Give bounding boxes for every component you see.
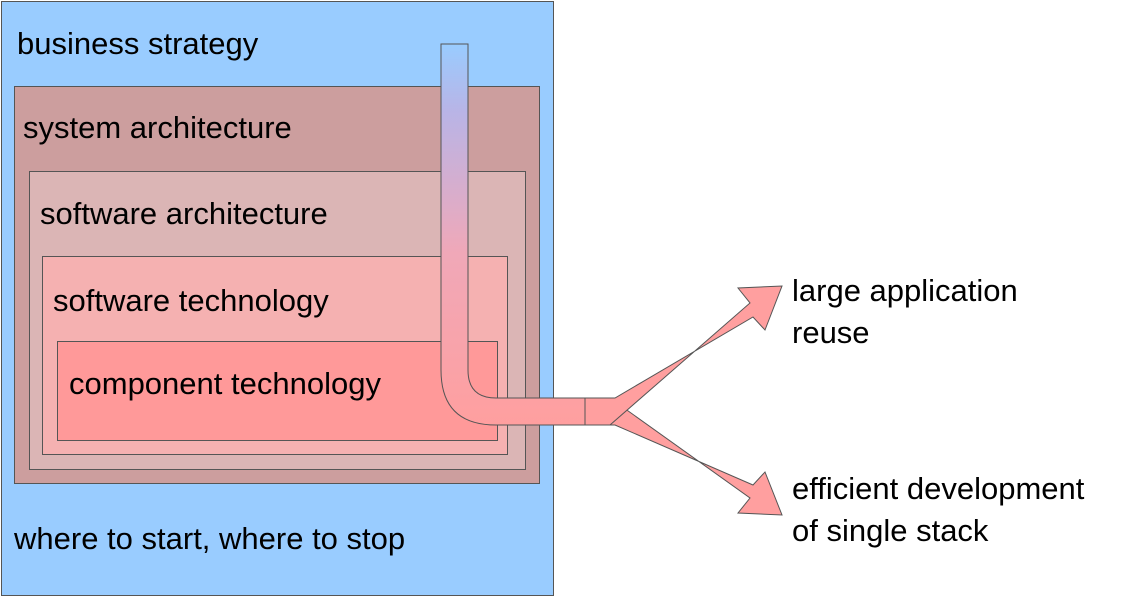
scope-note-label: where to start, where to stop xyxy=(14,521,406,556)
system-architecture-label: system architecture xyxy=(23,110,292,145)
large-application-reuse-label: large application reuse xyxy=(792,270,1018,354)
component-technology-label: component technology xyxy=(69,366,381,401)
reuse-line: reuse xyxy=(792,315,870,350)
business-strategy-label: business strategy xyxy=(17,26,259,61)
software-architecture-label: software architecture xyxy=(40,196,328,231)
efficient-development-line: efficient development xyxy=(792,471,1085,506)
large-application-line: large application xyxy=(792,273,1018,308)
vertical-pipe xyxy=(440,43,586,426)
arrow-to-large-application-reuse xyxy=(581,285,783,426)
software-technology-label: software technology xyxy=(53,283,329,318)
single-stack-line: of single stack xyxy=(792,513,989,548)
efficient-development-label: efficient development of single stack xyxy=(792,468,1084,552)
component-technology-layer xyxy=(57,341,498,441)
